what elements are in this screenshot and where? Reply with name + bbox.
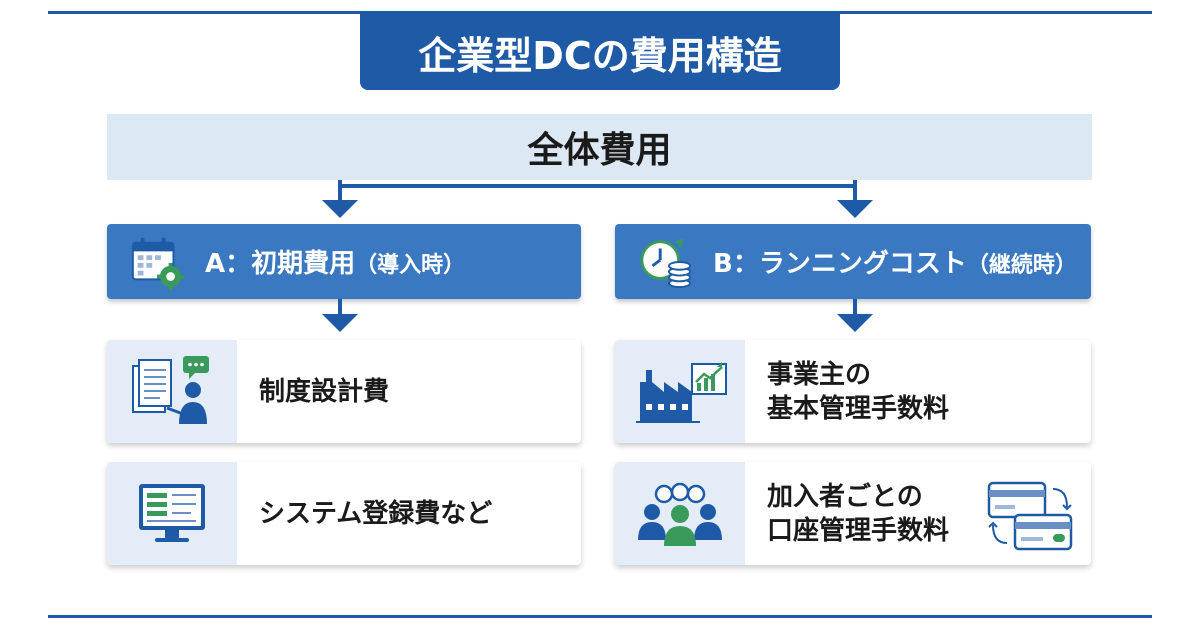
item-member-account-fee: 加入者ごとの 口座管理手数料	[615, 462, 1091, 565]
arrow-down-icon	[837, 314, 873, 332]
category-a-sub: （導入時）	[355, 253, 466, 278]
category-b-header: B：ランニングコスト（継続時）	[615, 224, 1091, 299]
page-title: 企業型DCの費用構造	[360, 14, 840, 90]
connector-left-down	[338, 184, 342, 202]
arrow-down-icon	[837, 200, 873, 218]
item-label: システム登録費など	[259, 498, 493, 529]
document-consultant-icon	[132, 355, 209, 424]
category-a-header: A：初期費用（導入時）	[107, 224, 581, 299]
arrow-down-icon	[322, 200, 358, 218]
item-employer-basic-fee: 事業主の 基本管理手数料	[615, 340, 1091, 443]
category-b-label: B：ランニングコスト	[713, 249, 967, 279]
total-cost-box: 全体費用	[107, 114, 1092, 180]
connector-right-down	[853, 184, 857, 202]
bottom-rule	[48, 615, 1152, 618]
item-system-design-fee: 制度設計費	[107, 340, 581, 443]
people-group-icon	[638, 482, 722, 546]
arrow-down-icon	[322, 314, 358, 332]
monitor-icon	[139, 483, 205, 542]
item-label-line1: 加入者ごとの	[767, 481, 923, 512]
factory-chart-icon	[636, 361, 727, 423]
clock-coins-icon	[640, 238, 692, 288]
item-label: 制度設計費	[259, 376, 390, 407]
item-system-registration-fee: システム登録費など	[107, 462, 581, 565]
connector-a-down	[338, 299, 342, 316]
calendar-gear-icon	[131, 237, 185, 290]
top-rule	[48, 11, 1152, 14]
connector-b-down	[853, 299, 857, 316]
connector-horizontal	[338, 184, 857, 188]
item-label-line1: 事業主の	[767, 359, 872, 390]
item-label-line2: 口座管理手数料	[767, 515, 950, 546]
credit-cards-icon	[987, 481, 1073, 551]
category-b-sub: （継続時）	[966, 253, 1077, 278]
category-a-label: A：初期費用	[205, 249, 356, 279]
item-label-line2: 基本管理手数料	[767, 393, 950, 424]
